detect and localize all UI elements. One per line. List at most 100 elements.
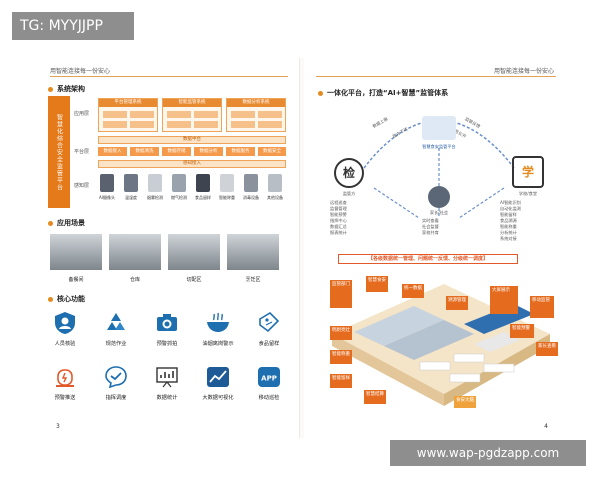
- list-item: 系统对接: [500, 236, 517, 241]
- section-scenes-label: 应用场景: [57, 219, 85, 227]
- callout-tag: 移动监管: [530, 296, 554, 318]
- disinfect-icon: [244, 174, 258, 192]
- school-list: AI智能识别 自动化监测 智能留样 食品溯源 智能称重 分析统计 系统对接: [500, 200, 562, 242]
- scene-photo: [50, 234, 102, 270]
- callout-tag: 智能预警: [510, 324, 534, 338]
- svg-text:APP: APP: [261, 375, 277, 383]
- school-name: 学校/食堂: [518, 191, 538, 196]
- section-integrated-platform: 一体化平台，打造“AI+智慧”监管体系: [318, 88, 448, 98]
- list-item: 社会监督: [422, 224, 439, 229]
- callout-tag: 大屏展示: [490, 286, 518, 314]
- list-item: 监督管理: [330, 206, 347, 211]
- top-module-3: 数据分析系统: [226, 98, 286, 132]
- tier-label-sensor: 感知层: [74, 183, 90, 189]
- device-item: 燃气检测: [170, 174, 188, 206]
- callout-tag: 统一数据: [402, 284, 424, 298]
- section-architecture: 系统架构: [48, 84, 85, 94]
- list-item: 家校共育: [422, 230, 439, 235]
- section-dot-icon: [48, 86, 53, 92]
- callout-tag: 智能留样: [330, 374, 352, 388]
- section-functions-label: 核心功能: [57, 295, 85, 303]
- chat-check-icon: [105, 366, 127, 389]
- mid-row-item: 数据清洗: [130, 147, 159, 156]
- parent-list: 实时查看 社会监督 家校共育: [422, 218, 468, 236]
- parent-name: 家长/社会: [429, 210, 449, 215]
- left-page: 用智能连接每一份安心 系统架构 智慧化综合安全监管平台 应用层 平台层 感知层 …: [38, 58, 300, 438]
- callout-tag: 监管部门: [330, 280, 352, 308]
- list-item: 智能称重: [500, 224, 517, 229]
- mid-row-item: 数据分析: [194, 147, 223, 156]
- watermark-bottom: www.wap-pgdzapp.com: [390, 440, 586, 466]
- list-item: 数据汇总: [330, 224, 347, 229]
- mid-row-item: 数据存储: [162, 147, 191, 156]
- page-number-left: 3: [56, 423, 60, 430]
- smoke-detector-icon: [148, 174, 162, 192]
- sensor-access-bar: 感知接入: [98, 160, 286, 168]
- device-item: 食品留样: [194, 174, 212, 206]
- callout-tag: 智能称重: [330, 350, 352, 364]
- callout-tag: 家长查看: [536, 342, 558, 356]
- right-head-rule: [316, 76, 556, 77]
- list-item: 分析统计: [500, 230, 517, 235]
- document-spread: 用智能连接每一份安心 系统架构 智慧化综合安全监管平台 应用层 平台层 感知层 …: [38, 58, 568, 438]
- inspect-badge: 检: [334, 158, 364, 188]
- wok-icon: [207, 312, 229, 332]
- scene-photo: [227, 234, 279, 270]
- function-label: 规范作业: [105, 341, 127, 347]
- function-label: 人员核验: [54, 341, 76, 347]
- function-label: 食品留样: [258, 341, 280, 347]
- scene-caption: 烹饪区: [245, 277, 261, 283]
- camera-icon: [157, 314, 177, 331]
- page-number-right: 4: [544, 423, 548, 430]
- watermark-top: TG: MYYJJPP: [12, 12, 134, 40]
- callout-tag: 明厨亮灶: [330, 326, 352, 340]
- sample-cabinet-icon: [196, 174, 210, 192]
- section-dot-icon: [48, 296, 53, 302]
- inspect-list: 远程巡查 监督管理 智能预警 指挥中心 数据汇总 报表统计: [330, 200, 382, 236]
- list-item: 食品溯源: [500, 218, 517, 223]
- tier-label-platform: 平台层: [74, 149, 90, 155]
- device-item: 智能称重: [218, 174, 236, 206]
- list-item: 指挥中心: [330, 218, 347, 223]
- section-scenes: 应用场景: [48, 218, 85, 228]
- scene-photo: [109, 234, 161, 270]
- thermometer-icon: [124, 174, 138, 192]
- list-item: AI智能识别: [500, 200, 521, 205]
- callout-tag: 溯源管理: [446, 296, 468, 310]
- gas-detector-icon: [172, 174, 186, 192]
- data-middle-bar: 数据中台: [98, 136, 286, 144]
- scene-caption: 切配区: [186, 277, 202, 283]
- food-tag-icon: [259, 311, 280, 333]
- list-item: 实时查看: [422, 218, 439, 223]
- list-item: 报表统计: [330, 230, 347, 235]
- platform-monitor-icon: [422, 116, 456, 140]
- app-icon: APP: [258, 367, 280, 387]
- function-label: 指挥调度: [105, 395, 127, 401]
- device-generic-icon: [268, 174, 282, 192]
- section-dot-icon: [48, 220, 53, 226]
- device-item: AI摄像头: [98, 174, 116, 206]
- right-page: 用智能连接每一份安心 一体化平台，打造“AI+智慧”监管体系 数据上报 指令下达…: [304, 58, 568, 438]
- recycle-icon: [107, 313, 125, 330]
- mid-row-item: 数据服务: [226, 147, 255, 156]
- architecture-title: 智慧化综合安全监管平台: [48, 96, 70, 208]
- top-module-1: 平台管理系统: [98, 98, 158, 132]
- section-dot-icon: [318, 90, 323, 96]
- device-item: 其他设备: [266, 174, 284, 206]
- top-module-2: 智能监管系统: [162, 98, 222, 132]
- top-module-1-title: 平台管理系统: [99, 99, 157, 107]
- function-label: 数据统计: [156, 395, 178, 401]
- presentation-chart-icon: [156, 367, 178, 388]
- shield-person-icon: [55, 312, 75, 334]
- parents-icon: [428, 186, 450, 208]
- inspect-name: 监管方: [342, 191, 356, 196]
- line-chart-icon: [207, 367, 229, 387]
- list-item: 自动化监测: [500, 206, 521, 211]
- camera-icon: [100, 174, 114, 192]
- list-item: 远程巡查: [330, 200, 347, 205]
- callout-tag: 智慧食安: [366, 276, 388, 292]
- right-running-head: 用智能连接每一份安心: [493, 68, 554, 75]
- function-label: 油烟离岗警示: [202, 341, 234, 347]
- device-row: AI摄像头 温湿度 烟雾检测 燃气检测 食品留样 智能称重 消毒设备 其他设备: [76, 174, 288, 206]
- top-module-2-title: 智能监管系统: [163, 99, 221, 107]
